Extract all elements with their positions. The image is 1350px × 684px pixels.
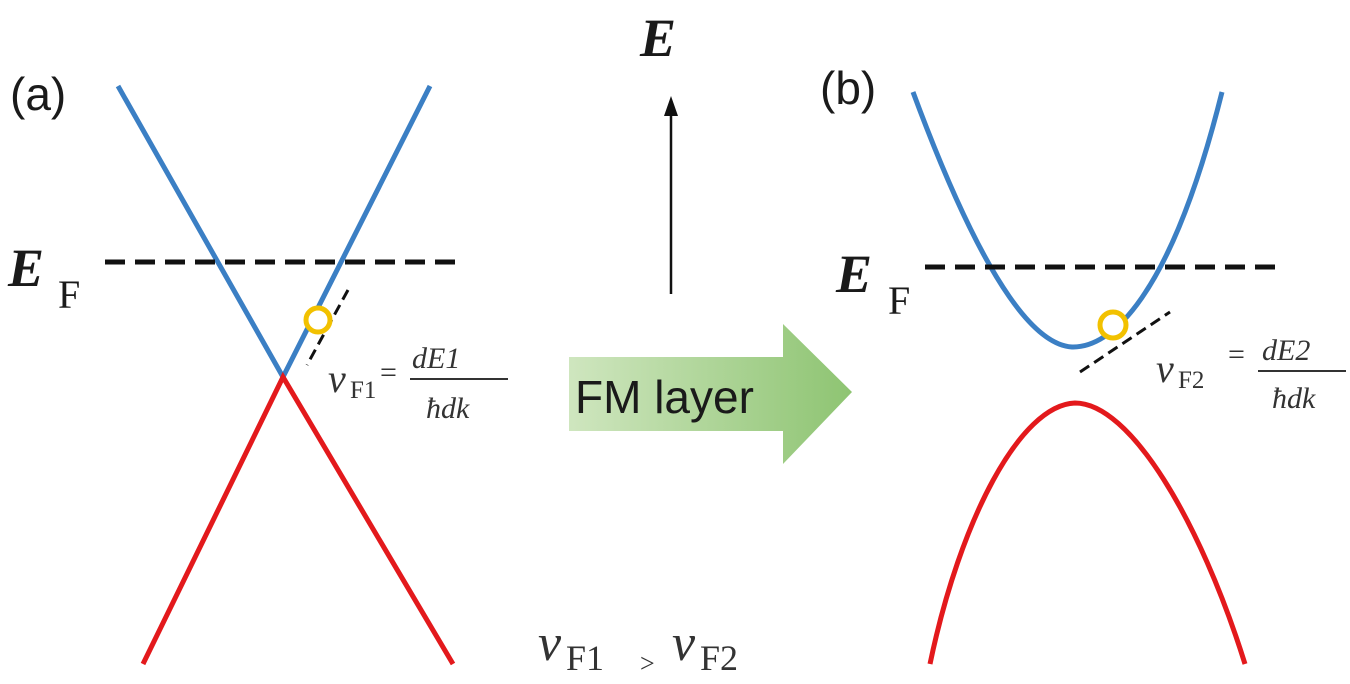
right-arrow-icon (569, 324, 852, 464)
panel-a-fraction-denominator: ħdk (426, 392, 470, 425)
energy-axis: E (639, 8, 678, 294)
comparison-right-symbol: v (672, 615, 696, 672)
panel-a-fermi-symbol: E (7, 238, 44, 298)
panel-a-equals: = (380, 356, 397, 389)
comparison-left-subscript: F1 (566, 638, 604, 678)
panel-b-fermi-subscript: F (888, 278, 910, 323)
comparison-left-symbol: v (538, 615, 562, 672)
panel-b-equals: = (1228, 338, 1245, 371)
panel-b-conduction-band (910, 91, 1225, 350)
panel-b-fraction-numerator: dE2 (1262, 334, 1310, 367)
panel-a-circle-marker-icon (303, 305, 333, 335)
panel-a-fermi-subscript: F (58, 272, 80, 317)
panel-a-velocity-symbol: v (328, 356, 346, 401)
panel-a-velocity-subscript: F1 (350, 377, 376, 404)
panel-b-velocity-symbol: v (1156, 346, 1174, 391)
comparison-right-subscript: F2 (700, 638, 738, 678)
panel-b-fermi-symbol: E (835, 244, 872, 304)
panel-a-label: (a) (10, 68, 66, 120)
panel-a-fraction-numerator: dE1 (412, 342, 460, 375)
panel-a: (a) E F v F1 = dE1 ħdk (7, 68, 508, 666)
panel-b: (b) E F v F2 = dE2 ħdk (820, 62, 1346, 665)
panel-b-velocity-subscript: F2 (1178, 367, 1204, 394)
panel-b-valence-band (927, 400, 1248, 665)
panel-b-tangent-line (1079, 310, 1171, 374)
fm-layer-label: FM layer (575, 371, 754, 423)
velocity-comparison: v F1 > v F2 (538, 615, 738, 678)
panel-a-valence-band (140, 371, 456, 666)
panel-b-circle-marker-icon (1097, 309, 1129, 341)
panel-b-fraction-denominator: ħdk (1272, 382, 1316, 415)
panel-b-label: (b) (820, 62, 876, 114)
fm-layer-arrow: FM layer (569, 324, 852, 464)
comparison-operator: > (640, 649, 655, 678)
energy-axis-label: E (639, 8, 676, 68)
up-arrow-icon (664, 96, 678, 116)
panel-a-conduction-band (115, 84, 433, 383)
